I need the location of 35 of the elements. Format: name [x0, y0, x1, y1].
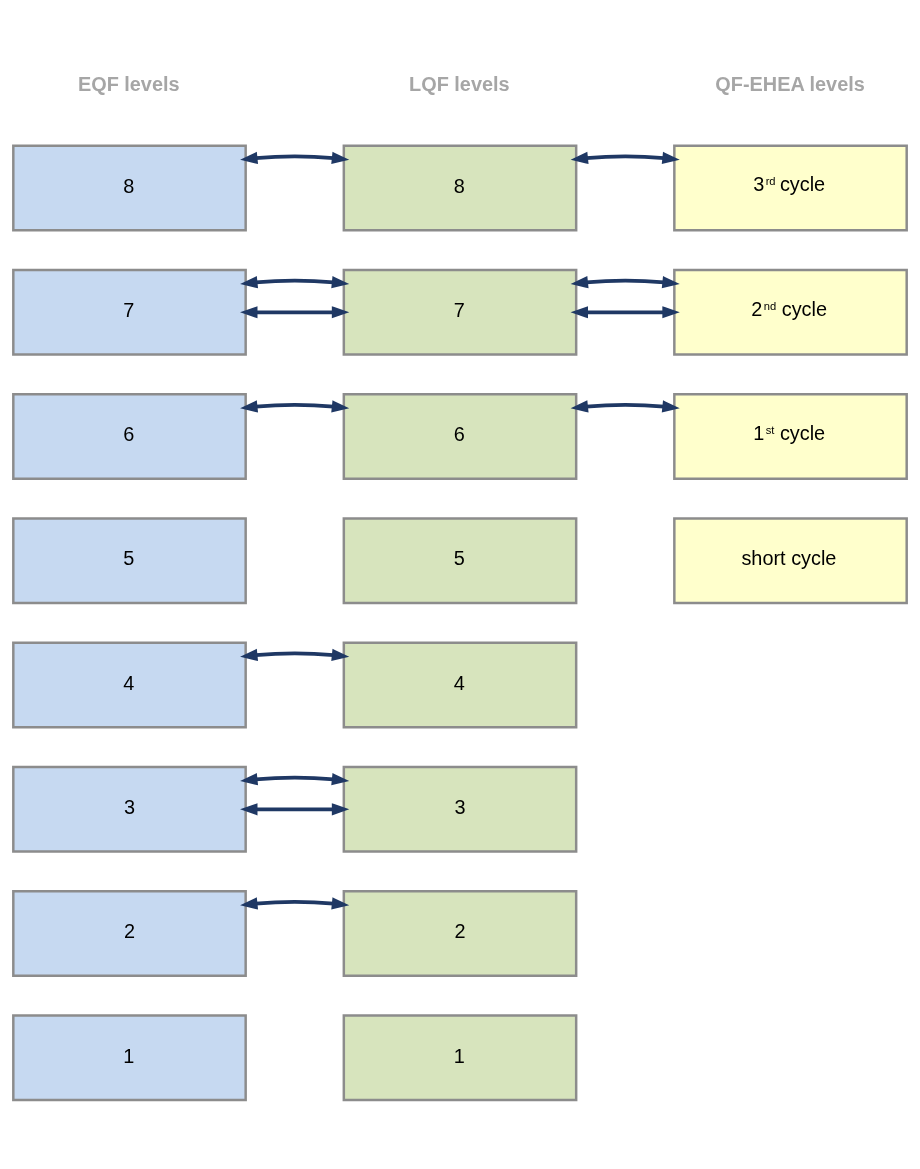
label: EQF levels — [77, 72, 180, 95]
arrow — [240, 305, 350, 318]
node-box: 1$^{st}$ cycle — [673, 392, 908, 480]
arrow — [570, 151, 680, 164]
node-box: 2 — [342, 889, 578, 977]
node-box: 4 — [12, 641, 247, 728]
label: LQF levels — [409, 72, 510, 95]
node-box: 3 — [342, 765, 578, 853]
node-box: 3$^{rd}$ cycle — [673, 144, 908, 231]
arrow — [240, 399, 350, 412]
node-box: 1 — [342, 1013, 578, 1101]
arrow — [240, 648, 350, 661]
node-box: 8 — [342, 144, 578, 231]
node-box: 4 — [342, 641, 578, 728]
node-box: 2$^{nd}$ cycle — [673, 268, 908, 356]
label: QF-EHEA levels — [715, 72, 865, 95]
arrow — [240, 275, 350, 288]
arrow — [570, 305, 680, 318]
arrow — [240, 772, 350, 785]
node-box: 5 — [342, 516, 578, 604]
node-box: 8 — [12, 144, 247, 231]
node-box: short cycle — [673, 516, 908, 604]
node-box: 7 — [342, 268, 578, 356]
node-box: 7 — [12, 268, 247, 356]
node-box: 5 — [12, 516, 247, 604]
node-box: 3 — [12, 765, 247, 853]
node-box: 6 — [342, 392, 578, 480]
node-box: 1 — [12, 1013, 247, 1101]
arrow — [240, 151, 350, 164]
arrow — [570, 275, 680, 288]
arrow — [240, 802, 350, 815]
node-box: 6 — [12, 392, 247, 480]
arrow — [570, 399, 680, 412]
arrow — [240, 896, 350, 909]
node-box: 2 — [12, 889, 247, 977]
